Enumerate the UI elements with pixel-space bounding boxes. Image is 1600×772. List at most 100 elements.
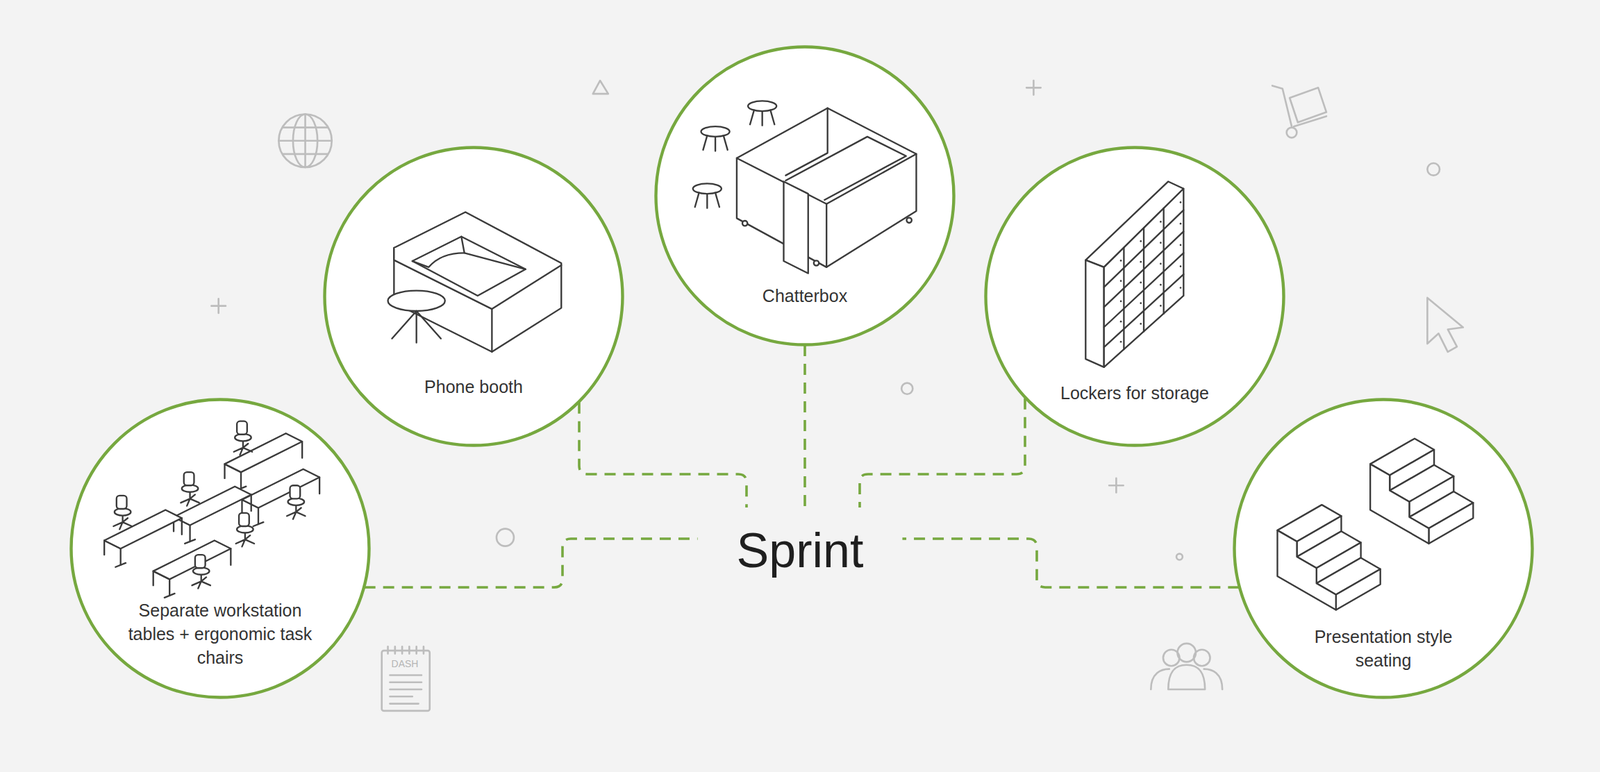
workstation-drawing xyxy=(184,539,196,544)
dashed-connector xyxy=(803,345,807,508)
circle-label: Presentation style seating xyxy=(1289,625,1478,673)
step-seating-drawing xyxy=(1370,463,1429,544)
circle-label: Lockers for storage xyxy=(1020,381,1250,405)
notepad-icon xyxy=(388,646,424,654)
locker-grid xyxy=(1122,247,1125,350)
workstation-drawing xyxy=(104,509,182,549)
globe-icon xyxy=(282,152,328,155)
circle-label: Separate workstation tables + ergonomic … xyxy=(119,598,321,670)
workstation-drawing xyxy=(181,484,199,492)
circle-outline xyxy=(1234,400,1533,698)
decor-icons xyxy=(211,80,1463,712)
locker-grid xyxy=(1104,252,1185,328)
step-seating-drawing xyxy=(1277,438,1473,611)
chatterbox-drawing xyxy=(701,126,730,137)
locker-grid xyxy=(1120,340,1123,344)
locker-grid xyxy=(1179,244,1182,247)
circle-node: Chatterbox xyxy=(654,45,956,347)
workstation-drawing xyxy=(180,490,199,507)
sofa-drawing xyxy=(388,212,562,353)
cart-icon xyxy=(1286,127,1298,139)
step-seating-drawing xyxy=(1336,569,1381,611)
cart-icon xyxy=(1272,85,1292,127)
workstation-drawing xyxy=(104,518,182,566)
workstation-drawing xyxy=(225,433,303,473)
chatterbox-drawing xyxy=(693,183,722,194)
locker-grid xyxy=(1104,201,1185,350)
chatterbox-drawing xyxy=(747,100,777,112)
plus-icon xyxy=(1026,80,1041,96)
locker-grid xyxy=(1159,284,1162,287)
step-seating-drawing xyxy=(1409,476,1454,518)
plus-icon xyxy=(1109,478,1124,494)
chatterbox-drawing xyxy=(736,108,917,268)
people-icon xyxy=(1193,650,1211,667)
locker-grid xyxy=(1179,201,1182,204)
locker-grid xyxy=(1159,220,1162,223)
plus-icon xyxy=(211,298,226,314)
circle-outline xyxy=(322,145,625,448)
workstation-drawing xyxy=(184,472,195,486)
ring-icon xyxy=(1176,554,1183,561)
locker-grid xyxy=(1139,281,1142,285)
locker-grid xyxy=(1179,265,1182,268)
people-icon xyxy=(1150,643,1223,690)
ring-icon xyxy=(901,383,913,395)
workstation-drawing xyxy=(286,504,305,520)
step-seating-drawing xyxy=(1316,558,1381,596)
notepad-icon xyxy=(381,646,430,712)
locker-grid xyxy=(1163,208,1165,314)
chatterbox-drawing xyxy=(695,193,720,209)
chatterbox-drawing xyxy=(736,154,917,205)
workstation-drawing xyxy=(195,554,206,569)
step-seating-drawing xyxy=(1297,515,1342,557)
globe-icon xyxy=(278,139,332,142)
workstation-drawing xyxy=(114,508,132,516)
dashed-connector xyxy=(364,538,698,588)
chatterbox-drawing xyxy=(813,260,819,266)
people-icon xyxy=(1150,669,1169,690)
workstation-drawing xyxy=(115,563,126,568)
workstation-drawing xyxy=(234,439,253,455)
illustration-strokes xyxy=(104,100,1473,610)
workstation-drawing xyxy=(193,567,210,575)
locker-grid xyxy=(1104,231,1185,307)
chatterbox-drawing xyxy=(825,204,828,268)
workstation-drawing xyxy=(164,593,175,598)
workstation-drawing xyxy=(241,469,320,509)
locker-grid xyxy=(1179,222,1182,225)
chatterbox-drawing xyxy=(750,110,775,126)
workstation-drawing xyxy=(173,486,252,526)
dashed-connector xyxy=(859,398,1025,508)
sofa-drawing xyxy=(393,247,562,310)
locker-grid xyxy=(1159,304,1162,307)
locker-grid xyxy=(1139,261,1142,264)
locker-grid xyxy=(1120,259,1123,262)
step-seating-drawing xyxy=(1297,531,1362,569)
people-icon xyxy=(1168,665,1205,690)
locker-grid xyxy=(1143,227,1145,332)
workstation-drawing xyxy=(113,513,132,530)
globe-icon xyxy=(304,114,307,168)
locker-drawing xyxy=(1104,188,1185,368)
workstation-drawing xyxy=(153,548,232,596)
locker-grid xyxy=(1139,302,1142,305)
icon-label: DASH xyxy=(391,658,419,670)
step-seating-drawing xyxy=(1316,542,1362,584)
step-seating-drawing xyxy=(1370,438,1435,476)
cart-icon xyxy=(1293,115,1327,127)
sofa-drawing xyxy=(490,309,493,353)
workstation-drawing xyxy=(116,495,128,510)
cursor-icon xyxy=(1427,297,1463,353)
locker-grid xyxy=(1104,274,1185,348)
chatterbox-drawing xyxy=(783,181,808,273)
globe-icon xyxy=(278,114,332,168)
workstation-drawing xyxy=(236,486,247,491)
step-seating-drawing xyxy=(1409,491,1473,529)
sofa-drawing xyxy=(461,236,526,270)
ring-icon xyxy=(496,529,514,547)
circle-node: Presentation style seating xyxy=(1232,397,1535,700)
triangle-icon xyxy=(593,80,609,94)
workstation-drawing xyxy=(241,477,320,525)
sofa-drawing xyxy=(393,212,562,353)
